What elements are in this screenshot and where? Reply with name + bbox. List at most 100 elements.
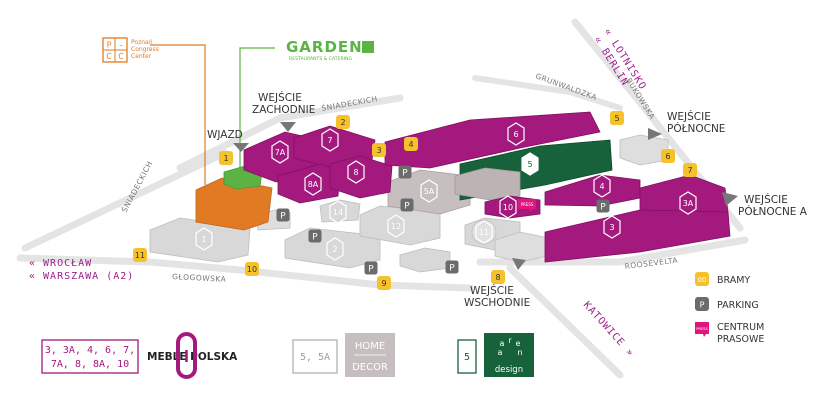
road-katowice	[506, 264, 624, 379]
hall-7a[interactable]: 7A	[271, 140, 289, 164]
parking-sign	[596, 199, 610, 213]
gate-9[interactable]: 9	[377, 276, 391, 290]
gate-marker	[336, 115, 350, 129]
pcc-building	[195, 177, 273, 231]
gate-number: 9	[381, 279, 386, 288]
gate-marker	[377, 276, 391, 290]
gate-marker	[683, 163, 697, 177]
hall-10-number: 10	[503, 203, 513, 212]
hall-8a-building	[277, 163, 341, 204]
hall-4-number: 4	[599, 182, 604, 191]
parking-marker[interactable]: P	[596, 199, 610, 213]
entrance-north-a-line-2: PÓŁNOCNE A	[738, 205, 808, 218]
road-sniadeckich-north	[176, 94, 404, 172]
hall-14-number: 14	[333, 208, 343, 217]
parking-letter: P	[600, 203, 606, 213]
gate-number: 7	[687, 166, 692, 175]
parking-marker[interactable]: P	[364, 261, 378, 275]
hall-11-number: 11	[479, 228, 489, 237]
hall-8[interactable]: 8	[347, 160, 365, 184]
gate-number: 5	[614, 114, 619, 123]
road-grunwaldzka	[472, 75, 623, 111]
road-roosevelta	[476, 236, 749, 266]
hall-5a[interactable]: 5A	[420, 179, 438, 203]
gate-4[interactable]: 4	[404, 137, 418, 151]
footer-home: 5, 5A HOME DECOR	[292, 333, 395, 377]
direction-wroclaw: « WROCŁAW	[29, 258, 92, 269]
hall-2[interactable]: 2	[326, 237, 344, 261]
parking-sign	[445, 260, 459, 274]
entrance-west-arrow	[280, 122, 296, 132]
pcc-name-line-3: Center	[131, 53, 152, 60]
street-glogowska: GŁOGOWSKA	[172, 272, 227, 284]
gate-3[interactable]: 3	[372, 143, 386, 157]
hall-11[interactable]: 11	[475, 220, 493, 244]
parking-letter: P	[449, 264, 455, 274]
parking-marker[interactable]: P	[400, 198, 414, 212]
hall-10[interactable]: 10	[499, 195, 517, 219]
hall-14[interactable]: 14	[329, 200, 347, 224]
parking-marker[interactable]: P	[398, 165, 412, 179]
hall-7[interactable]: 7	[321, 128, 339, 152]
road-sniadeckich-west	[21, 149, 229, 252]
road-glogowska	[16, 254, 474, 292]
gate-11[interactable]: 11	[133, 248, 147, 262]
hall-1-building	[149, 217, 251, 263]
parking-sign	[364, 261, 378, 275]
gate-5[interactable]: 5	[610, 111, 624, 125]
meble-halls-box	[41, 339, 139, 374]
gate-marker	[245, 262, 259, 276]
hall-8-number: 8	[353, 168, 358, 177]
gate-marker	[404, 137, 418, 151]
entrance-north-a-arrow	[722, 192, 738, 206]
gate-8[interactable]: 8	[491, 270, 505, 284]
legend-parking: P PARKING	[695, 297, 759, 311]
hall-3a[interactable]: 3A	[679, 191, 697, 215]
pcc-name-line-2: Congress	[131, 46, 159, 53]
parking-marker[interactable]: P	[276, 208, 290, 222]
gate-marker	[610, 111, 624, 125]
building-small-a	[399, 247, 451, 273]
entry-drive-label: WJAZD	[207, 129, 243, 141]
hall-1[interactable]: 1	[195, 227, 213, 251]
hall-12[interactable]: 12	[387, 214, 405, 238]
meble-brand: MEBLE POLSKA	[147, 351, 238, 363]
gate-number: 4	[408, 140, 413, 149]
street-sniadeckich-north: ŚNIADECKICH	[321, 94, 379, 113]
gate-1[interactable]: 1	[219, 151, 233, 165]
hall-5a-number: 5A	[424, 187, 435, 196]
legend-gate-label: BRAMY	[717, 275, 750, 286]
direction-warszawa: « WARSZAWA (A2)	[29, 271, 134, 282]
press-marker[interactable]: PRESS	[518, 199, 536, 212]
meble-halls	[243, 111, 731, 263]
parking-sign	[398, 165, 412, 179]
gate-6[interactable]: 6	[661, 149, 675, 163]
legend-parking-label: PARKING	[717, 300, 759, 311]
entrance-north-arrow	[648, 128, 662, 140]
meble-halls-line-1: 3, 3A, 4, 6, 7,	[45, 345, 135, 356]
arena-letter-4: n	[517, 348, 522, 357]
hall-11-dome	[471, 219, 497, 245]
hall-2-number: 2	[332, 245, 337, 254]
garden-subtitle: RESTAURANTS & CATERING	[289, 56, 352, 62]
hall-8a[interactable]: 8A	[304, 172, 322, 196]
hall-3[interactable]: 3	[603, 215, 621, 239]
pcc-separator: –	[119, 41, 123, 50]
parking-letter: P	[368, 265, 374, 275]
legend-press-sample: PRESS	[696, 327, 708, 331]
hall-6[interactable]: 6	[507, 122, 525, 146]
entrance-west-line-1: WEJŚCIE	[258, 91, 302, 104]
arena-sub: design	[495, 365, 523, 375]
hall-5[interactable]: 5	[521, 152, 539, 176]
parking-marker[interactable]: P	[308, 229, 322, 243]
entrance-east-arrow	[512, 258, 526, 270]
gate-2[interactable]: 2	[336, 115, 350, 129]
gate-10[interactable]: 10	[245, 262, 259, 276]
parking-marker[interactable]: P	[445, 260, 459, 274]
hall-4[interactable]: 4	[593, 174, 611, 198]
parking-letter: P	[312, 233, 318, 243]
entrance-east-line-2: WSCHODNIE	[464, 297, 530, 309]
gate-7[interactable]: 7	[683, 163, 697, 177]
